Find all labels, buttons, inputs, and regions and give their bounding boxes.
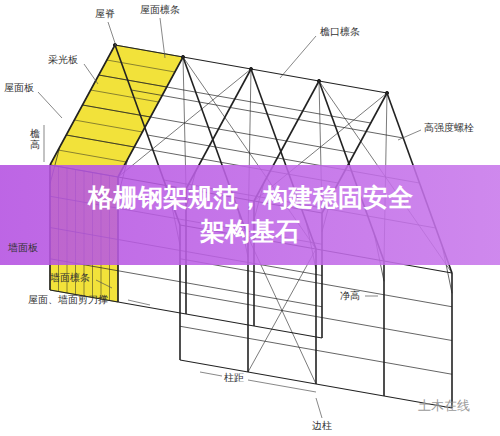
- part-label: 屋面檩条: [140, 4, 180, 16]
- leader-line: [128, 300, 150, 305]
- part-label: 檐口檩条: [320, 26, 360, 38]
- roof-purlin: [83, 105, 355, 153]
- wall-girt: [180, 259, 452, 307]
- part-label: 墙面檩条: [50, 272, 90, 284]
- dimension-line: [248, 380, 316, 392]
- panel-seam: [91, 90, 159, 102]
- watermark: 土木在线: [418, 398, 470, 414]
- part-label: 墙面板: [8, 242, 38, 254]
- part-label: 柱距: [224, 372, 244, 384]
- bolt: [317, 79, 320, 82]
- leader-line: [316, 398, 322, 418]
- part-label: 边柱: [312, 420, 332, 432]
- title-band: 格栅钢架规范，构建稳固安全架构基石: [0, 165, 500, 265]
- leader-line: [38, 92, 62, 118]
- roof-purlin: [131, 90, 403, 138]
- panel-seam: [107, 60, 175, 72]
- leader-line: [280, 36, 316, 78]
- bolt: [385, 91, 388, 94]
- dimension-line: [44, 125, 45, 162]
- part-label: 采光板: [48, 54, 78, 66]
- leader-line: [108, 22, 116, 46]
- panel-seam: [74, 120, 142, 132]
- part-label: 净高: [340, 290, 360, 302]
- bolt: [181, 55, 184, 58]
- leader-line: [96, 280, 112, 288]
- dimension-line: [200, 372, 222, 376]
- part-label: 屋脊: [95, 8, 115, 20]
- leader-line: [84, 64, 98, 84]
- title: 格栅钢架规范，构建稳固安全架构基石: [85, 181, 415, 249]
- dimension-line: [365, 296, 378, 297]
- part-label: 屋面、墙面剪刀撑: [28, 294, 108, 306]
- part-label: 高强度螺栓: [424, 122, 474, 134]
- panel-seam: [58, 150, 126, 162]
- part-label: 屋面板: [4, 82, 34, 94]
- leader-line: [398, 130, 421, 140]
- bolt: [249, 67, 252, 70]
- leader-line: [160, 18, 165, 58]
- part-label: 檐高: [30, 128, 40, 150]
